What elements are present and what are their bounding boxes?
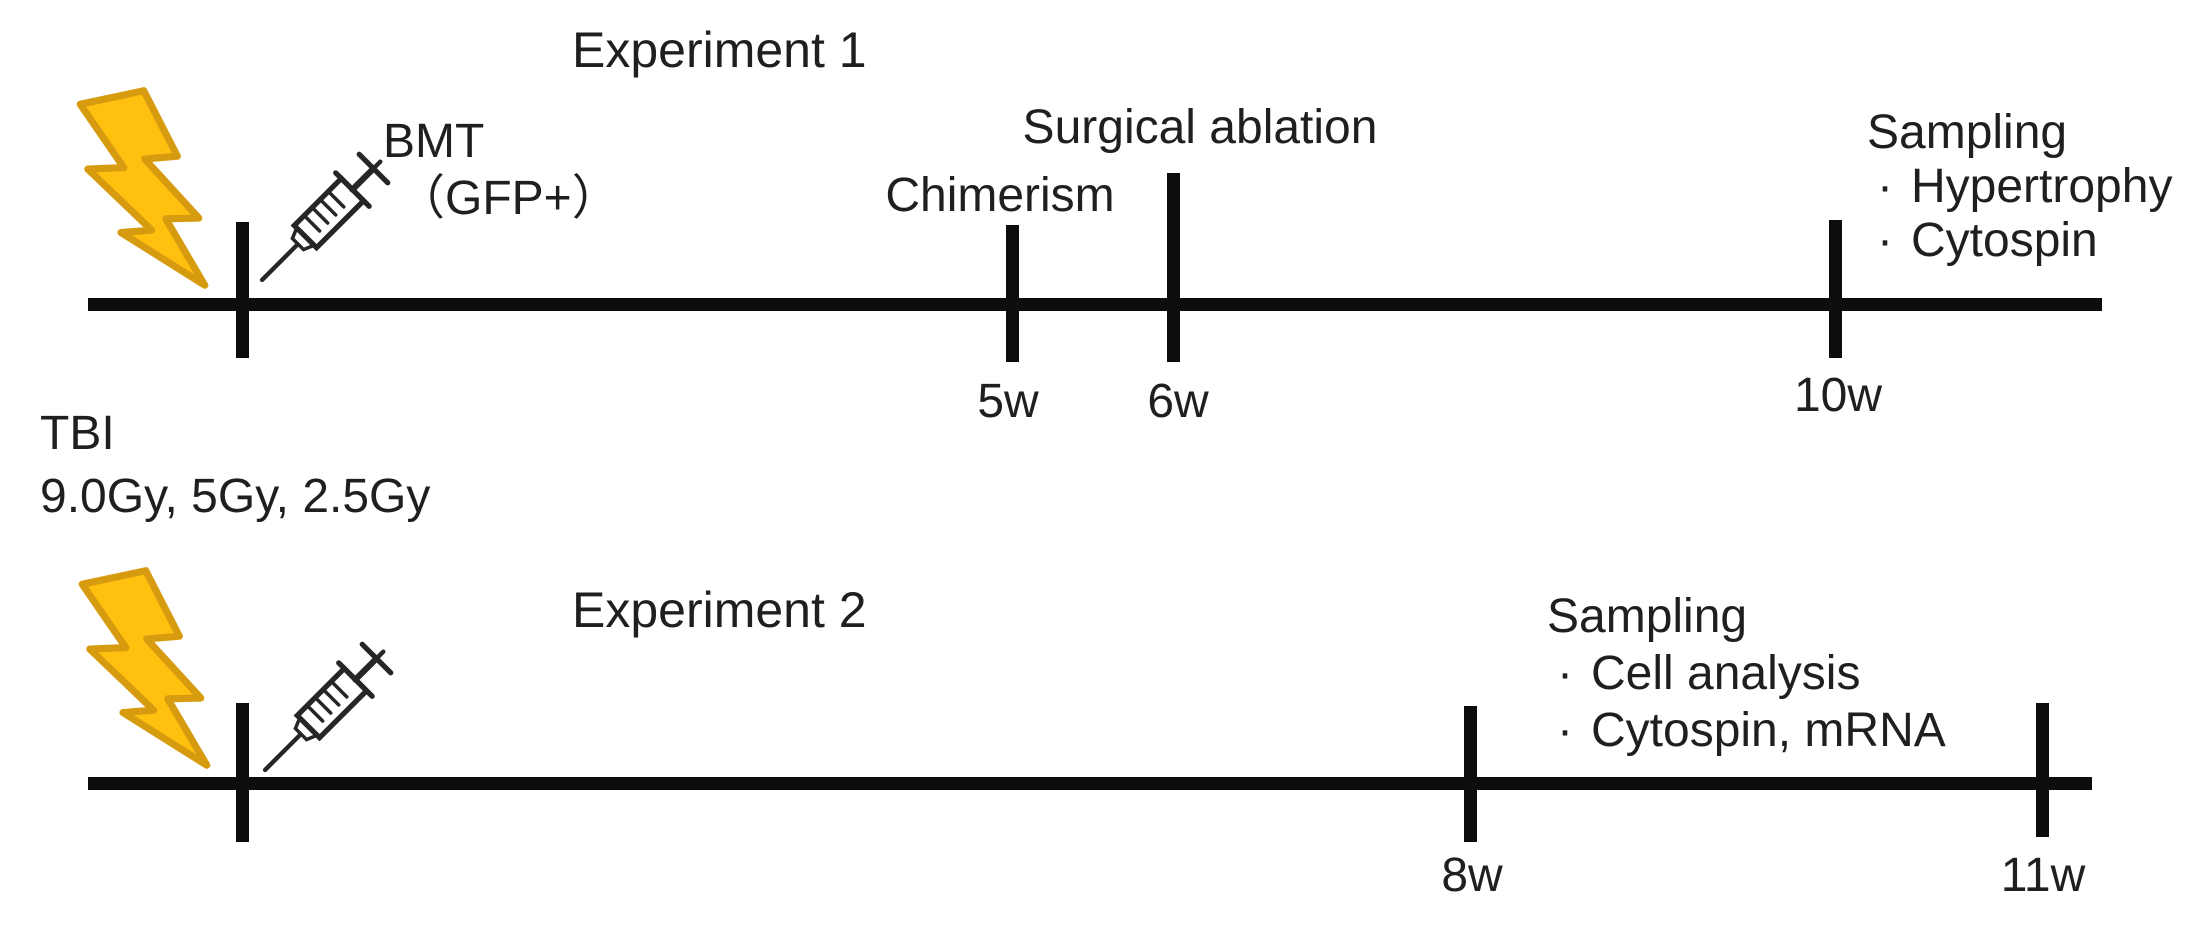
sampling2-item-label: Cytospin, mRNA [1591, 704, 1946, 757]
tick-exp1-6w [1167, 173, 1180, 362]
sampling1-item-label: Cytospin [1911, 214, 2098, 267]
sampling2-item-cell-analysis: · Cell analysis [1547, 645, 1946, 702]
bullet-icon: · [1557, 647, 1573, 700]
bullet-icon: · [1877, 214, 1893, 267]
surgical-ablation-label: Surgical ablation [1022, 101, 1378, 154]
sampling2-title: Sampling [1547, 590, 1748, 643]
sampling1-block: Sampling · Hypertrophy · Cytospin [1867, 106, 2172, 268]
tick-exp1-5w [1006, 225, 1019, 362]
syringe-icon [237, 623, 412, 798]
tbi-doses: 9.0Gy, 5Gy, 2.5Gy [40, 470, 431, 523]
sampling2-item-cytospin-mrna: · Cytospin, mRNA [1547, 702, 1946, 759]
experiment2-title: Experiment 2 [572, 582, 867, 638]
chimerism-label: Chimerism [885, 169, 1115, 222]
sampling1-item-cytospin: · Cytospin [1867, 214, 2172, 268]
lightning-bolt-icon [78, 567, 217, 780]
week-label-10w: 10w [1793, 369, 1883, 422]
sampling2-block: Sampling · Cell analysis · Cytospin, mRN… [1547, 588, 1946, 759]
sampling1-item-hypertrophy: · Hypertrophy [1867, 160, 2172, 214]
tick-exp1-10w [1829, 220, 1842, 358]
experiment2-timeline [88, 777, 2092, 790]
tick-exp1-start [236, 222, 249, 358]
sampling2-item-label: Cell analysis [1591, 647, 1861, 700]
bmt-gfp-note: （GFP+） [397, 172, 620, 225]
tick-exp2-11w [2036, 703, 2049, 837]
week-label-11w: 11w [2000, 849, 2086, 902]
sampling1-title: Sampling [1867, 106, 2068, 159]
bmt-label-block: BMT （GFP+） [383, 113, 620, 227]
bullet-icon: · [1557, 704, 1573, 757]
bmt-label: BMT [383, 115, 485, 168]
tbi-label: TBI [40, 407, 115, 460]
week-label-8w: 8w [1441, 849, 1503, 902]
experiment1-title: Experiment 1 [572, 22, 867, 78]
tbi-block: TBI 9.0Gy, 5Gy, 2.5Gy [40, 402, 430, 528]
syringe-icon [234, 133, 409, 308]
bullet-icon: · [1877, 160, 1893, 213]
lightning-bolt-icon [76, 87, 215, 300]
week-label-6w: 6w [1147, 375, 1209, 428]
sampling1-item-label: Hypertrophy [1911, 160, 2173, 213]
week-label-5w: 5w [977, 375, 1039, 428]
tick-exp2-8w [1464, 706, 1477, 842]
experiment1-timeline [88, 298, 2102, 311]
tick-exp2-start [236, 703, 249, 842]
